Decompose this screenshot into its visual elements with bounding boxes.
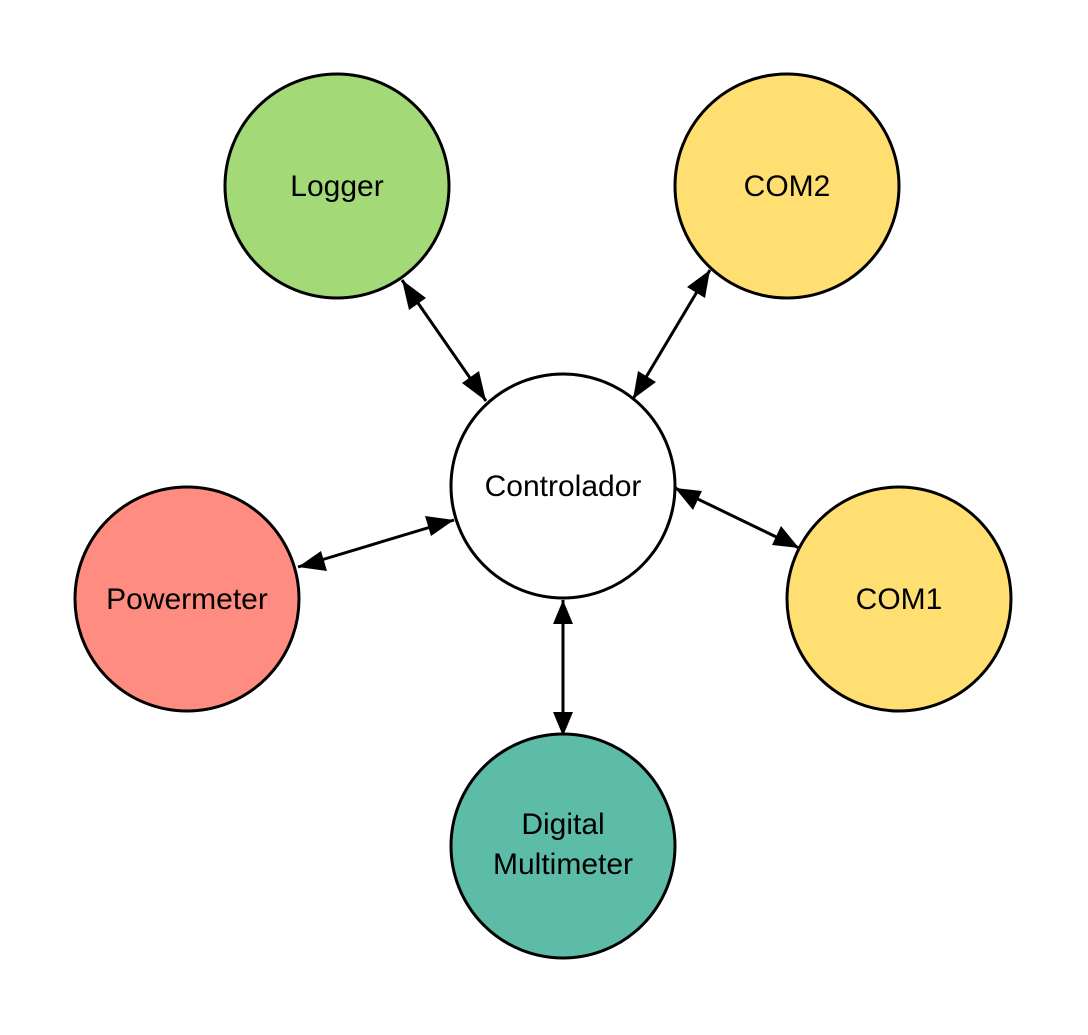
node-com1-label: COM1 (856, 583, 943, 616)
node-controlador-label: Controlador (485, 470, 642, 503)
node-com1-circle (785, 485, 1013, 713)
edge-center-powermeter (297, 518, 455, 569)
arrowhead-multimeter-center (553, 600, 573, 624)
arrowhead-com1-end (772, 526, 799, 548)
node-powermeter: Powermeter (73, 485, 301, 713)
node-com1: COM1 (785, 485, 1013, 713)
arrowhead-powermeter-end (298, 551, 327, 571)
node-logger-label: Logger (290, 170, 383, 203)
arrowhead-com2-end (687, 270, 710, 298)
node-logger: Logger (223, 72, 451, 300)
node-digital-multimeter-circle (449, 732, 677, 960)
node-com2-circle (673, 72, 901, 300)
arrowheads (298, 270, 799, 736)
arrowhead-logger-end (402, 280, 426, 310)
node-digital-multimeter-label-line2: Multimeter (493, 848, 633, 881)
arrowhead-logger-center (462, 371, 486, 401)
node-com2: COM2 (673, 72, 901, 300)
node-com2-label: COM2 (744, 170, 831, 203)
node-controlador: Controlador (449, 372, 677, 600)
node-powermeter-label: Powermeter (106, 583, 268, 616)
node-controlador-circle (449, 372, 677, 600)
arrowhead-multimeter-end (553, 712, 573, 736)
node-digital-multimeter-label-line1: Digital (521, 808, 604, 841)
arrowhead-powermeter-center (425, 516, 454, 536)
node-logger-circle (223, 72, 451, 300)
arrowhead-com1-center (675, 488, 702, 510)
node-powermeter-circle (73, 485, 301, 713)
arrowhead-com2-center (633, 371, 656, 399)
node-digital-multimeter: Digital Multimeter (449, 732, 677, 960)
